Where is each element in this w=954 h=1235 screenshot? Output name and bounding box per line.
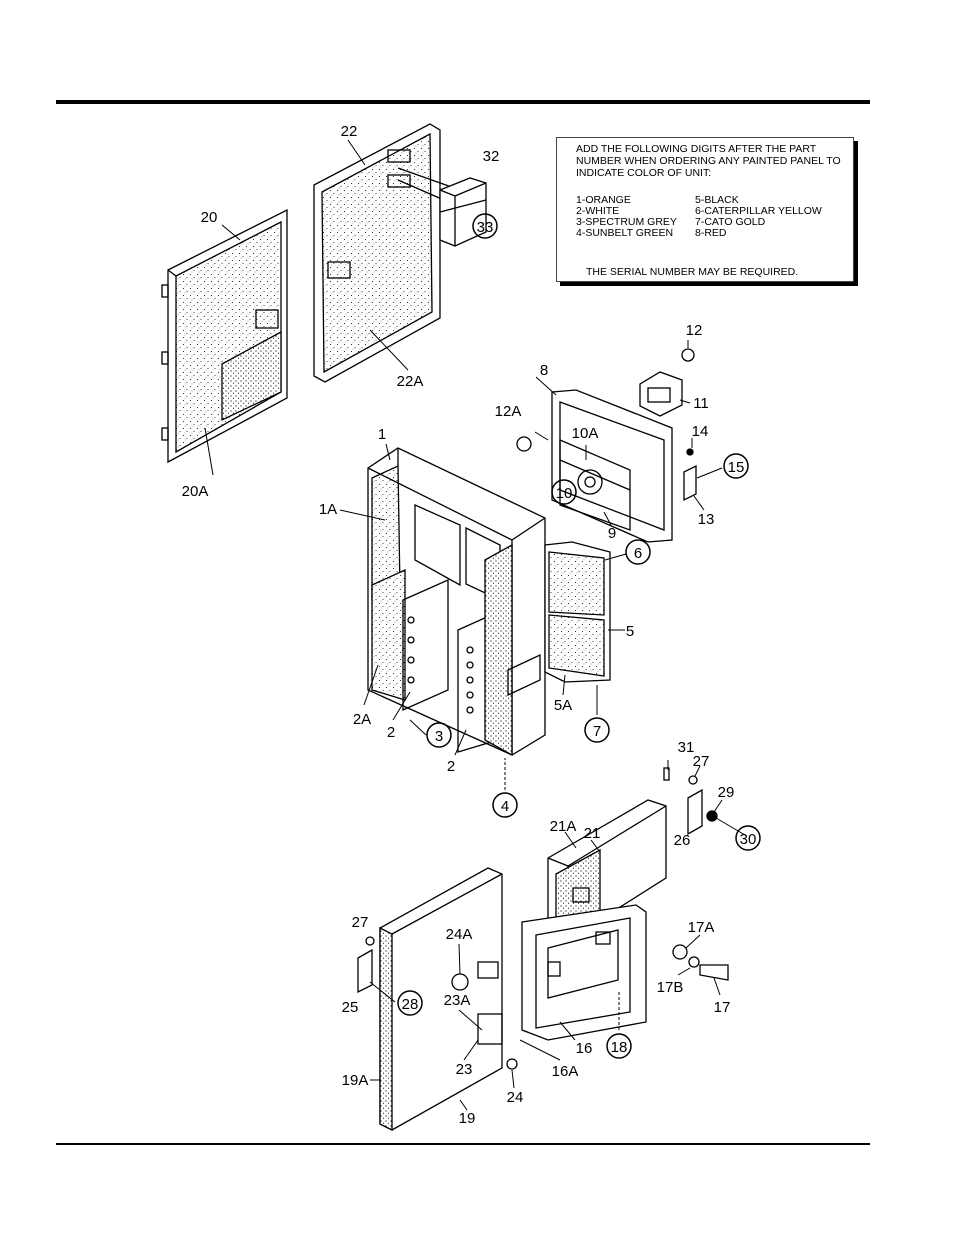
note-line-1: ADD THE FOLLOWING DIGITS AFTER THE PART [576,143,817,155]
label-27-top: 27 [693,753,710,770]
label-24: 24 [507,1089,524,1106]
label-12a: 12A [495,403,522,420]
label-23a: 23A [444,992,471,1009]
frame-16 [521,904,647,1041]
label-16a: 16A [552,1063,579,1080]
label-31: 31 [678,739,695,756]
label-1a: 1A [319,501,337,518]
label-19a: 19A [342,1072,369,1089]
screw-27-bottom [365,936,375,946]
label-4: 4 [501,798,509,815]
latch-block-32 [439,177,487,247]
door-panel-22 [313,123,461,383]
label-3: 3 [435,728,443,745]
door-panel-19 [379,867,503,1132]
hinge-13 [683,464,697,502]
color-4: 4-SUNBELT GREEN [576,227,674,239]
leader-lines [204,139,746,1111]
nut-12a [516,436,532,452]
label-27-bottom: 27 [352,914,369,931]
label-8: 8 [540,362,548,379]
label-19: 19 [459,1110,476,1127]
label-30: 30 [740,831,757,848]
label-10: 10 [556,485,573,502]
label-17b: 17B [657,979,684,996]
label-22a: 22A [397,373,424,390]
nut-29 [706,810,718,822]
label-11: 11 [693,395,709,412]
label-12: 12 [686,322,703,339]
screw-27-top [688,775,698,785]
label-24a: 24A [446,926,473,943]
color-7: 7-CATO GOLD [695,216,766,228]
label-20: 20 [201,209,218,226]
hinge-26 [687,788,703,836]
label-32: 32 [483,148,500,165]
color-6: 6-CATERPILLAR YELLOW [695,205,822,217]
color-8: 8-RED [695,227,727,239]
color-5: 5-BLACK [695,194,739,206]
access-panel-8 [551,389,673,543]
label-2a: 2A [353,711,371,728]
knob-12 [681,348,695,362]
color-3: 3-SPECTRUM GREY [576,216,677,228]
bottom-rule [56,1143,870,1145]
label-29: 29 [718,784,735,801]
label-5a: 5A [554,697,572,714]
label-2-right: 2 [447,758,455,775]
handle-11 [639,371,683,417]
label-9: 9 [608,525,616,542]
label-15: 15 [728,459,745,476]
color-1: 1-ORANGE [576,194,631,206]
label-10a: 10A [572,425,599,442]
note-line-3: INDICATE COLOR OF UNIT: [576,167,712,179]
hinge-25 [357,948,373,994]
label-1: 1 [378,426,386,443]
top-rule [56,100,870,104]
label-17: 17 [714,999,731,1016]
note-footer: THE SERIAL NUMBER MAY BE REQUIRED. [586,266,799,278]
bolt-17 [699,964,729,981]
washer-17b [688,956,700,968]
cabinet-1 [367,447,546,757]
label-25: 25 [342,999,359,1016]
callout-circles [397,213,761,1059]
label-21a: 21A [550,818,577,835]
label-21: 21 [584,825,601,842]
door-panel-20 [161,208,288,464]
label-22: 22 [341,123,358,140]
side-panel-5 [544,541,611,683]
washer-17a [672,944,688,960]
label-14: 14 [692,423,709,440]
screw-14 [686,448,694,456]
label-23: 23 [456,1061,473,1078]
color-code-note: ADD THE FOLLOWING DIGITS AFTER THE PART … [556,137,854,282]
label-20a: 20A [182,483,209,500]
label-16: 16 [576,1040,593,1057]
label-33: 33 [477,219,494,236]
label-2-left: 2 [387,724,395,741]
note-line-2: NUMBER WHEN ORDERING ANY PAINTED PANEL T… [576,155,841,167]
label-26: 26 [674,832,691,849]
label-17a: 17A [688,919,715,936]
label-7: 7 [593,723,601,740]
screw-24 [506,1058,518,1070]
label-28: 28 [402,996,419,1013]
color-2: 2-WHITE [576,205,620,217]
label-13: 13 [698,511,715,528]
pin-31 [663,767,670,781]
label-18: 18 [611,1039,628,1056]
label-6: 6 [634,545,642,562]
label-5: 5 [626,623,634,640]
